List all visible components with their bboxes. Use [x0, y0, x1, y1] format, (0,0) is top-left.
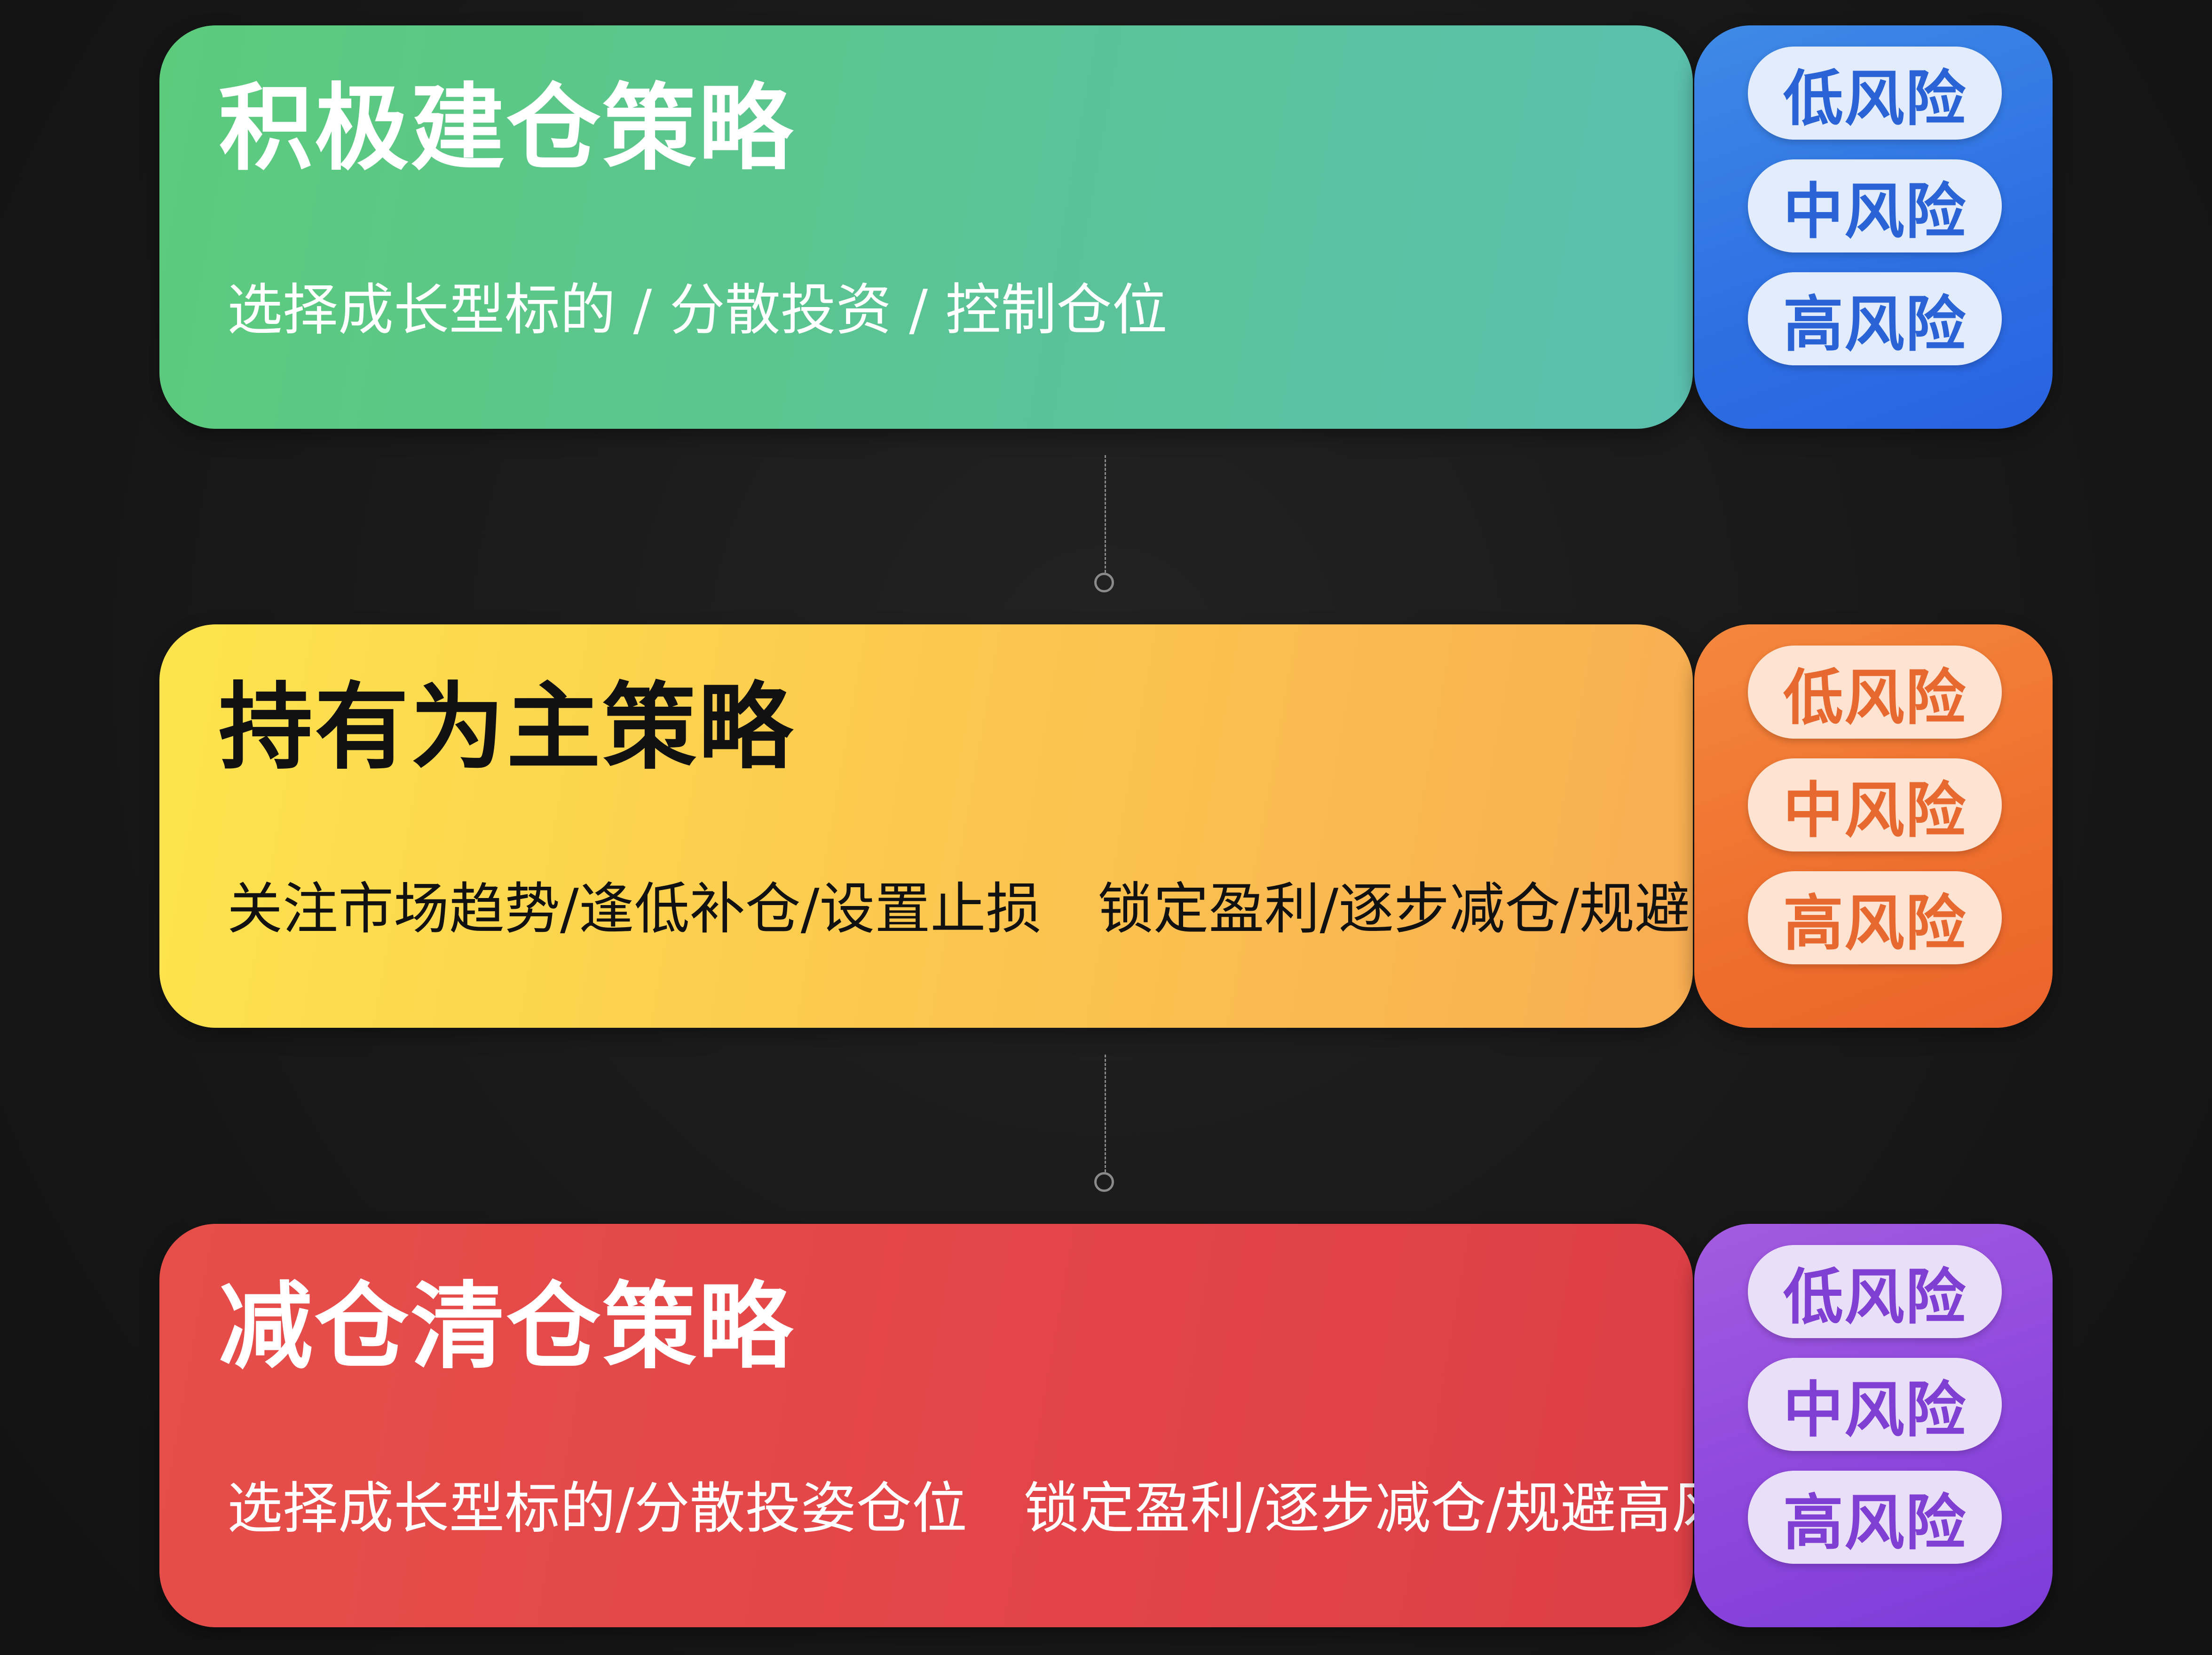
risk-badge-low[interactable]: 低风险 — [1748, 1245, 2002, 1338]
strategy-description: 关注市场趋势/逢低补仓/设置止损锁定盈利/逐步减仓/规避高风险 — [227, 881, 1856, 937]
strategy-card-reduce[interactable]: 减仓清仓策略 选择成长型标的/分散投姿仓位锁定盈利/逐步减仓/规避高风险 — [159, 1224, 1782, 1627]
connector-dashed-line — [1105, 1055, 1106, 1172]
connector-dashed-line — [1105, 455, 1106, 573]
connector-2 — [1094, 1055, 1114, 1196]
risk-badge-medium[interactable]: 中风险 — [1748, 1358, 2002, 1451]
risk-badge-low[interactable]: 低风险 — [1748, 646, 2002, 739]
risk-panel-hold: 低风险 中风险 高风险 — [1694, 624, 2053, 1028]
strategy-title: 积极建仓策略 — [219, 74, 795, 183]
risk-badge-medium[interactable]: 中风险 — [1748, 758, 2002, 851]
strategy-card-aggressive[interactable]: 积极建仓策略 选择成长型标的 / 分散投资 / 控制仓位 — [159, 25, 1693, 429]
risk-panel-aggressive: 低风险 中风险 高风险 — [1694, 25, 2053, 429]
strategy-description-left: 选择成长型标的/分散投姿仓位 — [227, 1476, 967, 1541]
strategy-description-left: 关注市场趋势/逢低补仓/设置止损 — [227, 876, 1042, 941]
connector-1 — [1094, 455, 1114, 596]
strategy-title: 持有为主策略 — [219, 673, 795, 782]
risk-badge-high[interactable]: 高风险 — [1748, 272, 2002, 365]
connector-node — [1094, 573, 1114, 592]
risk-badge-high[interactable]: 高风险 — [1748, 871, 2002, 964]
risk-badge-medium[interactable]: 中风险 — [1748, 159, 2002, 252]
connector-node — [1094, 1172, 1114, 1192]
strategy-description: 选择成长型标的/分散投姿仓位锁定盈利/逐步减仓/规避高风险 — [227, 1481, 1782, 1536]
strategy-title: 减仓清仓策略 — [219, 1272, 795, 1382]
strategy-description-right: 锁定盈利/逐步减仓/规避高风险 — [1023, 1476, 1783, 1541]
strategy-card-hold[interactable]: 持有为主策略 关注市场趋势/逢低补仓/设置止损锁定盈利/逐步减仓/规避高风险 — [159, 624, 1856, 1028]
risk-badge-high[interactable]: 高风险 — [1748, 1471, 2002, 1564]
risk-panel-reduce: 低风险 中风险 高风险 — [1694, 1224, 2053, 1627]
strategy-description: 选择成长型标的 / 分散投资 / 控制仓位 — [227, 277, 1168, 342]
risk-badge-low[interactable]: 低风险 — [1748, 47, 2002, 140]
